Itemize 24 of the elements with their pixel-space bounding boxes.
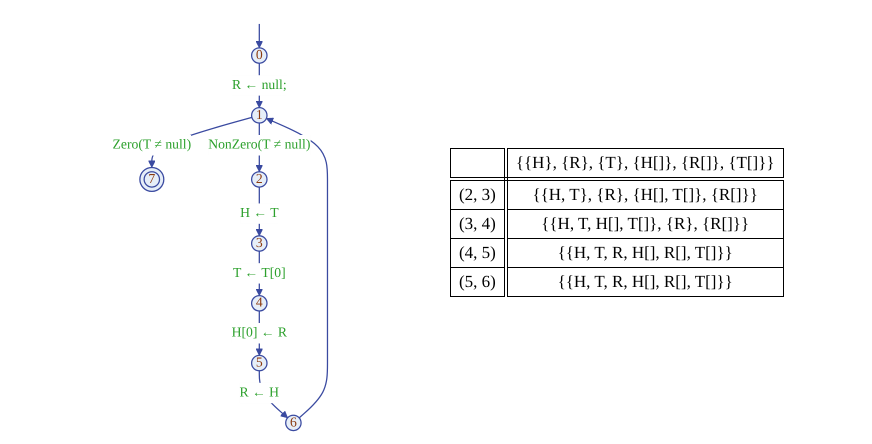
edge-label: H[0] ← R — [232, 322, 288, 344]
state-circle: 7 — [139, 166, 164, 192]
edge-label: NonZero(T ≠ null) — [208, 135, 310, 156]
state-circle: 3 — [250, 235, 268, 252]
table-cell: (2, 3) — [450, 178, 506, 209]
table-cell: (5, 6) — [450, 267, 506, 296]
state-circle: 6 — [285, 414, 302, 432]
state-circle: 1 — [250, 107, 268, 124]
table-cell: {{H, T, R, H[], R[], T[]}} — [506, 267, 784, 296]
state-circle: 5 — [250, 354, 268, 372]
state-circle: 4 — [250, 294, 268, 312]
table-cell: {{H, T, R, H[], R[], T[]}} — [506, 238, 784, 267]
edge-label: H ← T — [240, 203, 279, 224]
edge-label: T ← T[0] — [232, 263, 286, 284]
edge-label: R ← H — [240, 382, 280, 404]
table-cell: (4, 5) — [450, 238, 506, 267]
edge-label: Zero(T ≠ null) — [112, 135, 192, 156]
edge-label: R ← null; — [232, 75, 287, 96]
table-cell: (3, 4) — [450, 209, 506, 238]
table-cell: {{H}, {R}, {T}, {H[]}, {R[]}, {T[]}} — [506, 148, 784, 178]
state-circle: 0 — [250, 47, 268, 64]
state-circle: 2 — [250, 171, 268, 188]
table-cell: {{H, T, H[], T[]}, {R}, {R[]}} — [506, 209, 784, 238]
table-cell: {{H, T}, {R}, {H[], T[]}, {R[]}} — [506, 178, 784, 209]
